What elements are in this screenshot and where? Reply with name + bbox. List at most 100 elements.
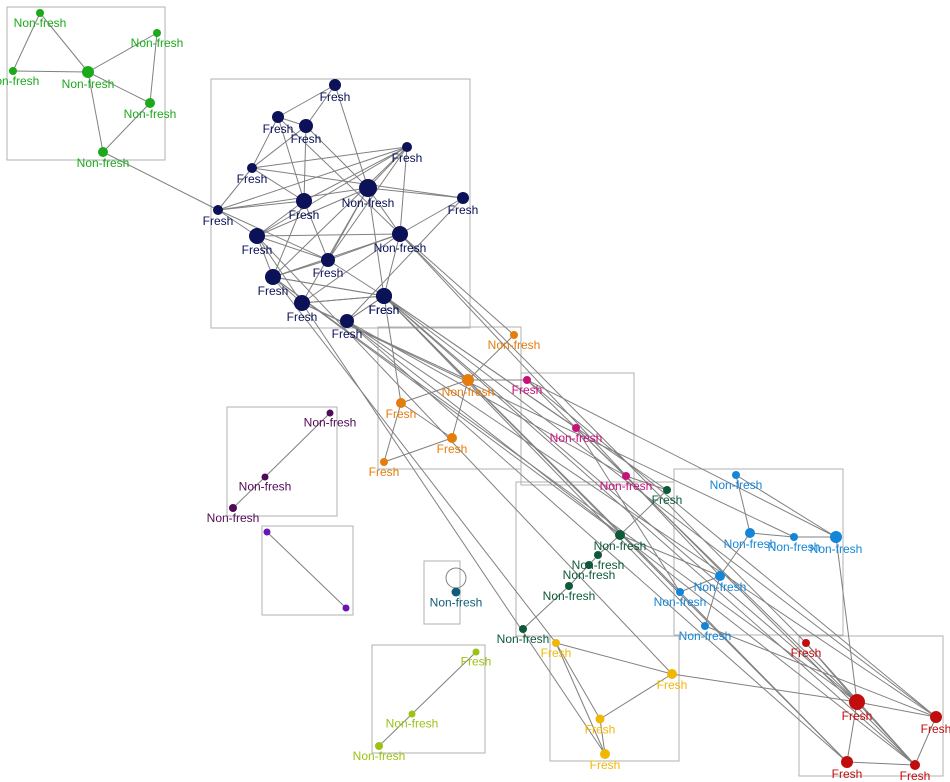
edge-n2-n4	[251, 116, 279, 169]
node-b6[interactable]	[676, 588, 684, 596]
cluster-box-red	[798, 635, 944, 777]
node-n11[interactable]	[321, 253, 335, 267]
node-r3[interactable]	[930, 711, 942, 723]
node-p1[interactable]	[326, 409, 334, 417]
node-y4[interactable]	[600, 749, 610, 759]
node-d2[interactable]	[615, 530, 625, 540]
node-p3[interactable]	[229, 504, 237, 512]
edge-n5-n9	[256, 200, 305, 237]
node-d6[interactable]	[519, 625, 527, 633]
node-label-n13: Fresh	[258, 284, 289, 298]
node-n14[interactable]	[294, 295, 310, 311]
edge-m1-r3	[526, 379, 937, 718]
edge-n15-r5	[383, 295, 916, 766]
edge-b5-b7	[704, 575, 721, 627]
node-b4[interactable]	[830, 531, 842, 543]
node-b7[interactable]	[701, 622, 709, 630]
edge-n13-r2	[272, 276, 858, 703]
node-label-b7: Non-fresh	[679, 629, 732, 643]
node-o2[interactable]	[462, 374, 474, 386]
node-p2[interactable]	[261, 473, 269, 481]
node-d5[interactable]	[565, 582, 573, 590]
node-n10[interactable]	[457, 192, 469, 204]
edge-n16-r3	[383, 295, 937, 718]
node-g4[interactable]	[82, 66, 94, 78]
node-r5[interactable]	[910, 760, 920, 770]
node-n17[interactable]	[340, 314, 354, 328]
node-y2[interactable]	[667, 669, 677, 679]
node-b5[interactable]	[715, 571, 725, 581]
node-m1[interactable]	[523, 376, 531, 384]
node-o3[interactable]	[396, 398, 406, 408]
node-n2[interactable]	[272, 111, 284, 123]
node-n8[interactable]	[402, 142, 412, 152]
node-v2[interactable]	[342, 604, 350, 612]
node-m3[interactable]	[622, 472, 630, 480]
node-g2[interactable]	[9, 67, 17, 75]
node-n3[interactable]	[299, 119, 313, 133]
node-label-n12: Non-fresh	[374, 241, 427, 255]
node-n1[interactable]	[329, 79, 341, 91]
edge-v1-v2	[266, 531, 347, 609]
node-n13[interactable]	[265, 269, 281, 285]
node-l1[interactable]	[472, 648, 480, 656]
node-label-n11: Fresh	[313, 266, 344, 280]
edge-n9-n12	[256, 233, 401, 237]
node-y1[interactable]	[552, 639, 560, 647]
edge-r2-r5	[856, 701, 916, 766]
node-n5[interactable]	[296, 193, 312, 209]
node-g3[interactable]	[153, 29, 161, 37]
node-g1[interactable]	[36, 9, 44, 17]
node-r2[interactable]	[849, 694, 865, 710]
node-l2[interactable]	[408, 710, 416, 718]
node-n6[interactable]	[359, 179, 377, 197]
node-r1[interactable]	[802, 639, 810, 647]
node-b3[interactable]	[790, 533, 798, 541]
node-label-d4: Non-fresh	[563, 568, 616, 582]
node-o4[interactable]	[447, 433, 457, 443]
node-label-y1: Fresh	[541, 646, 572, 660]
node-n16[interactable]	[376, 288, 392, 304]
node-o5[interactable]	[380, 458, 388, 466]
edge-n12-b5	[399, 233, 721, 577]
edge-b2-b3	[749, 532, 795, 538]
node-b2[interactable]	[745, 528, 755, 538]
edge-n13-y1	[272, 276, 557, 644]
edge-n10-n12	[399, 197, 464, 235]
node-o1[interactable]	[510, 331, 518, 339]
node-y3[interactable]	[595, 714, 605, 724]
node-v1[interactable]	[263, 528, 271, 536]
node-d3[interactable]	[594, 551, 602, 559]
edge-n13-n16	[272, 276, 385, 297]
edge-g4-g6	[87, 71, 104, 153]
edge-g3-g5	[149, 32, 158, 104]
node-label-n15: Fresh	[369, 303, 400, 317]
node-n7[interactable]	[213, 205, 223, 215]
node-m2[interactable]	[572, 424, 580, 432]
edge-n4-n8	[251, 146, 408, 169]
node-g6[interactable]	[98, 147, 108, 157]
node-label-n8: Fresh	[392, 151, 423, 165]
edge-n12-o1	[399, 233, 515, 336]
edge-r3-r5	[914, 716, 937, 766]
edge-o2-o4	[451, 379, 469, 439]
edge-b7-r3	[704, 625, 937, 718]
node-d4[interactable]	[585, 561, 593, 569]
node-n4[interactable]	[247, 163, 257, 173]
node-g5[interactable]	[145, 98, 155, 108]
edge-d2-b5	[619, 534, 721, 577]
edge-n3-n6	[305, 125, 369, 189]
node-n9[interactable]	[249, 228, 265, 244]
cluster-box-lime	[371, 644, 486, 754]
node-label-l2: Non-fresh	[386, 717, 439, 731]
edge-n5-n7	[217, 200, 305, 211]
edge-b6-r4	[679, 591, 848, 763]
node-r4[interactable]	[841, 756, 853, 768]
node-label-d3: Non-fresh	[572, 558, 625, 572]
node-b1[interactable]	[732, 471, 740, 479]
node-d1[interactable]	[663, 486, 671, 494]
node-label-g1: Non-fresh	[14, 16, 67, 30]
node-t1[interactable]	[451, 587, 461, 597]
node-l3[interactable]	[375, 742, 383, 750]
node-n12[interactable]	[392, 226, 408, 242]
